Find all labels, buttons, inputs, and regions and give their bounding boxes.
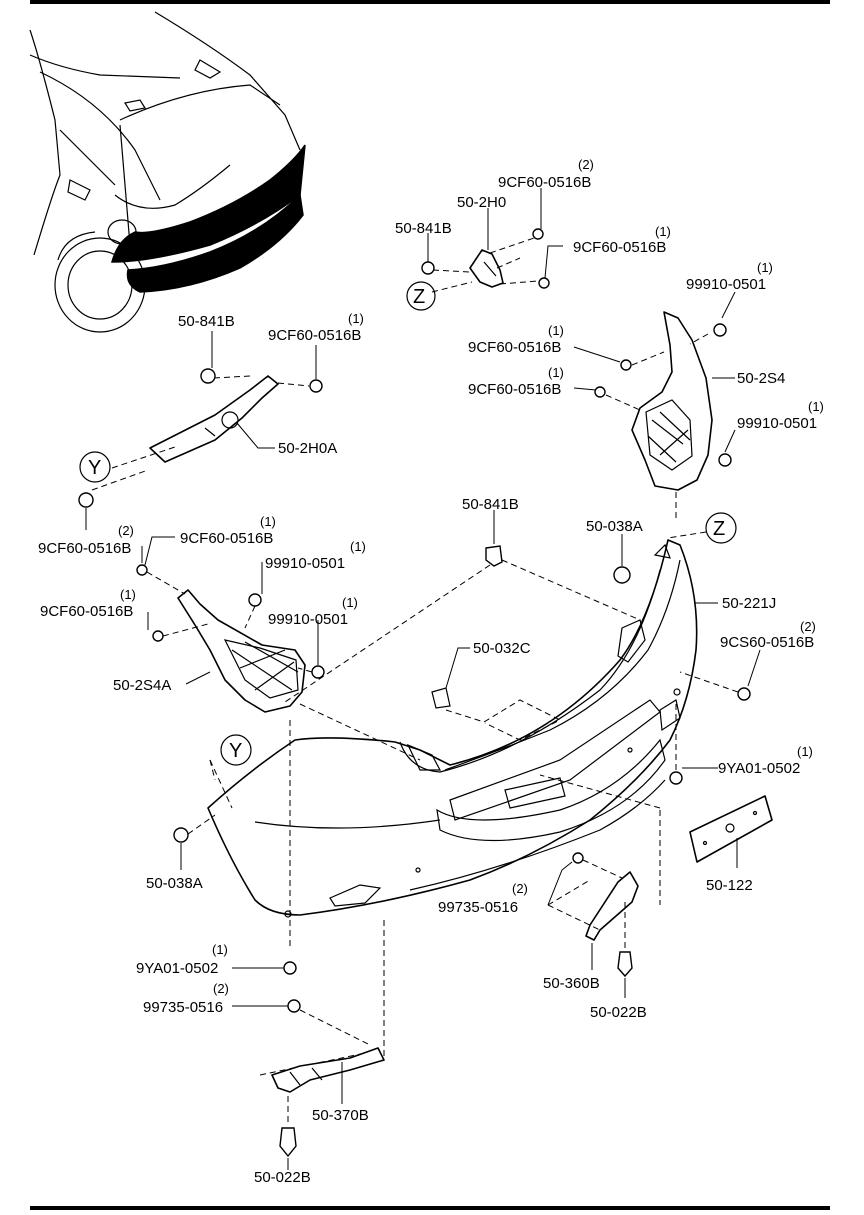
- label-9CF60-l1: 9CF60-0516B: [268, 327, 361, 344]
- label-50-2H0A: 50-2H0A: [278, 440, 337, 457]
- side-bracket-left: [136, 536, 325, 713]
- qty-9CF60-l2: (2): [118, 523, 134, 538]
- qty-9YA01-left: (1): [212, 942, 228, 957]
- upper-bracket-left: Y: [78, 331, 323, 530]
- qty-99735-right: (2): [512, 881, 528, 896]
- qty-9CF60-z2: (1): [655, 224, 671, 239]
- vehicle-locator-illustration: [29, 11, 306, 333]
- label-50-038A-right: 50-038A: [586, 518, 643, 535]
- label-9CF60-r1: 9CF60-0516B: [468, 339, 561, 356]
- label-9CF60-l2: 9CF60-0516B: [38, 540, 131, 557]
- qty-9CS60: (2): [800, 619, 816, 634]
- reference-y-upper-text: Y: [88, 457, 101, 479]
- reference-z-top-marker: [406, 281, 436, 311]
- label-99735-left: 99735-0516: [143, 999, 223, 1016]
- top-rule: [30, 0, 830, 4]
- qty-99735-left: (2): [213, 981, 229, 996]
- reference-y-bumper-marker: [220, 734, 252, 766]
- label-9CF60-r2: 9CF60-0516B: [468, 381, 561, 398]
- label-50-2S4: 50-2S4: [737, 370, 785, 387]
- bracket-group-z: Z: [406, 188, 563, 311]
- reference-y-upper-marker: [79, 451, 111, 483]
- lower-bracket-right: [547, 852, 639, 998]
- qty-9YA01-right: (1): [797, 744, 813, 759]
- label-50-038A-left: 50-038A: [146, 875, 203, 892]
- qty-9CF60-r2: (1): [548, 365, 564, 380]
- side-bracket-right: [573, 291, 736, 520]
- part-labels: 50-841B 50-2H0 (2) 9CF60-0516B (1) 9CF60…: [38, 157, 824, 1186]
- label-9CF60-l4: 9CF60-0516B: [40, 603, 133, 620]
- qty-99910-r2: (1): [808, 399, 824, 414]
- label-99910-l2: 99910-0501: [268, 611, 348, 628]
- label-50-2H0: 50-2H0: [457, 194, 506, 211]
- lower-bracket-left: [232, 920, 385, 1170]
- label-50-841B-z: 50-841B: [395, 220, 452, 237]
- reference-y-bumper-text: Y: [229, 740, 242, 762]
- label-50-370B: 50-370B: [312, 1107, 369, 1124]
- qty-9CF60-l1: (1): [348, 311, 364, 326]
- qty-99910-r1: (1): [757, 260, 773, 275]
- label-9CS60: 9CS60-0516B: [720, 634, 814, 651]
- label-50-022B-bottom: 50-022B: [254, 1169, 311, 1186]
- label-99735-right: 99735-0516: [438, 899, 518, 916]
- label-99910-r1: 99910-0501: [686, 276, 766, 293]
- label-9YA01-left: 9YA01-0502: [136, 960, 218, 977]
- reference-z-bumper-text: Z: [713, 518, 725, 540]
- label-9YA01-right: 9YA01-0502: [718, 760, 800, 777]
- qty-99910-l1: (1): [350, 539, 366, 554]
- label-9CF60-z1: 9CF60-0516B: [498, 174, 591, 191]
- label-50-2S4A: 50-2S4A: [113, 677, 171, 694]
- label-9CF60-l3: 9CF60-0516B: [180, 530, 273, 547]
- qty-9CF60-l4: (1): [120, 587, 136, 602]
- label-99910-l1: 99910-0501: [265, 555, 345, 572]
- label-50-360B: 50-360B: [543, 975, 600, 992]
- bottom-rule: [30, 1206, 830, 1210]
- label-50-841B-center: 50-841B: [462, 496, 519, 513]
- qty-9CF60-z1: (2): [578, 157, 594, 172]
- label-50-841B-left: 50-841B: [178, 313, 235, 330]
- label-50-032C: 50-032C: [473, 640, 531, 657]
- label-50-221J: 50-221J: [722, 595, 776, 612]
- rear-bumper-cover: [207, 539, 718, 918]
- label-50-022B-right: 50-022B: [590, 1004, 647, 1021]
- qty-9CF60-l3: (1): [260, 514, 276, 529]
- qty-9CF60-r1: (1): [548, 323, 564, 338]
- qty-99910-l2: (1): [342, 595, 358, 610]
- bumper-fasteners: Z Y: [173, 510, 761, 950]
- reference-z-bumper-marker: [705, 512, 737, 544]
- label-9CF60-z2: 9CF60-0516B: [573, 239, 666, 256]
- license-plate-bracket: [689, 795, 773, 868]
- label-50-122: 50-122: [706, 877, 753, 894]
- bolt-icon: [421, 261, 435, 275]
- reference-z-top-text: Z: [413, 286, 425, 308]
- label-99910-r2: 99910-0501: [737, 415, 817, 432]
